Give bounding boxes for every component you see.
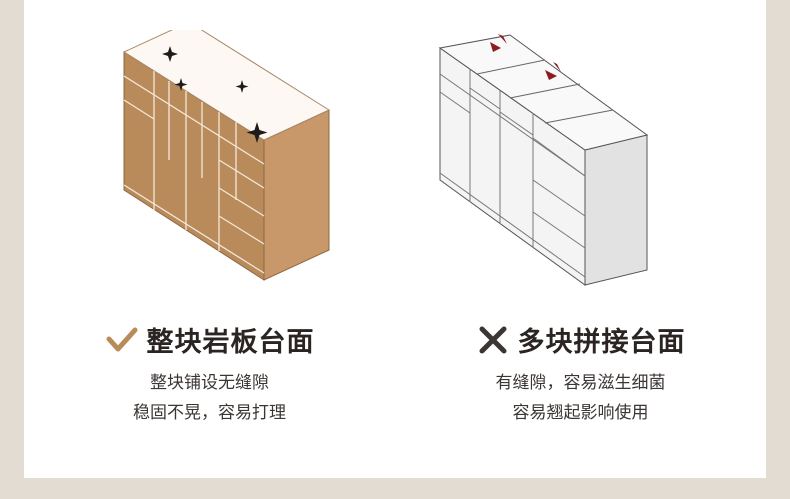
spliced-description: 有缝隙，容易滋生细菌 容易翘起影响使用 [395, 368, 766, 428]
seamless-desc-line-1: 整块铺设无缝隙 [150, 373, 269, 393]
check-icon [106, 327, 137, 351]
spliced-cabinet-illustration [438, 34, 649, 286]
spliced-desc-line-2: 容易翘起影响使用 [512, 403, 649, 423]
seamless-desc-line-2: 稳固不晃，容易打理 [133, 403, 286, 423]
seamless-heading: 整块岩板台面 [24, 320, 395, 359]
spliced-slab-column: 多块拼接台面 有缝隙，容易滋生细菌 容易翘起影响使用 [395, 0, 766, 478]
seamless-slab-column: 整块岩板台面 整块铺设无缝隙 稳固不晃，容易打理 [24, 0, 395, 478]
spliced-desc-line-1: 有缝隙，容易滋生细菌 [495, 373, 666, 393]
seamless-title: 整块岩板台面 [146, 327, 315, 358]
seamless-cabinet-illustration [122, 30, 331, 281]
seamless-description: 整块铺设无缝隙 稳固不晃，容易打理 [24, 368, 395, 428]
cross-icon [479, 326, 506, 353]
spliced-heading: 多块拼接台面 [395, 320, 766, 359]
comparison-panel: 整块岩板台面 整块铺设无缝隙 稳固不晃，容易打理 [24, 0, 766, 478]
spliced-title: 多块拼接台面 [517, 327, 686, 358]
